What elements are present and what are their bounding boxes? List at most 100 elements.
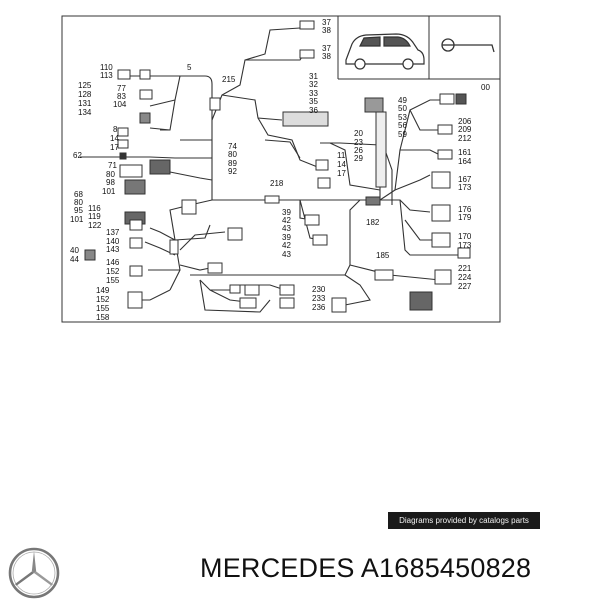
callout: 95 bbox=[74, 206, 83, 215]
callout: 224 bbox=[458, 273, 472, 282]
callout: 00 bbox=[481, 83, 490, 92]
callout: 35 bbox=[309, 97, 318, 106]
callout: 14 bbox=[110, 134, 119, 143]
callout: 134 bbox=[78, 108, 92, 117]
callout: 185 bbox=[376, 251, 390, 260]
callout: 77 bbox=[117, 84, 126, 93]
callout: 11 bbox=[337, 151, 346, 160]
callout: 161 bbox=[458, 148, 472, 157]
callout: 92 bbox=[228, 167, 237, 176]
callout: 43 bbox=[282, 224, 291, 233]
callout: 89 bbox=[228, 159, 237, 168]
callout: 80 bbox=[228, 150, 237, 159]
diagram-frame bbox=[61, 15, 501, 323]
callout: 125 bbox=[78, 81, 92, 90]
callout: 233 bbox=[312, 294, 326, 303]
car-icon bbox=[345, 33, 425, 70]
callout: 42 bbox=[282, 241, 291, 250]
callout: 36 bbox=[309, 106, 318, 115]
part-title: MERCEDES A1685450828 bbox=[200, 553, 531, 584]
callout: 221 bbox=[458, 264, 472, 273]
callout: 164 bbox=[458, 157, 472, 166]
callout: 74 bbox=[228, 142, 237, 151]
callout: 83 bbox=[117, 92, 126, 101]
callout-labels: 37 38 37 38 5 110 113 215 31 32 33 35 36… bbox=[70, 18, 490, 322]
callout: 59 bbox=[398, 130, 407, 139]
callout: 230 bbox=[312, 285, 326, 294]
callout: 50 bbox=[398, 104, 407, 113]
mercedes-star-icon bbox=[8, 547, 60, 599]
callout: 71 bbox=[108, 161, 117, 170]
callout: 122 bbox=[88, 221, 102, 230]
callout: 8 bbox=[113, 125, 118, 134]
callout: 14 bbox=[337, 160, 346, 169]
callout: 26 bbox=[354, 146, 363, 155]
callout: 5 bbox=[187, 63, 192, 72]
callout: 236 bbox=[312, 303, 326, 312]
callout: 152 bbox=[96, 295, 110, 304]
callout: 62 bbox=[73, 151, 82, 160]
callout: 42 bbox=[282, 216, 291, 225]
part-number: A1685450828 bbox=[360, 553, 532, 583]
callout: 215 bbox=[222, 75, 236, 84]
credit-banner: Diagrams provided by catalogs parts bbox=[388, 512, 540, 529]
callout: 182 bbox=[366, 218, 380, 227]
callout: 31 bbox=[309, 72, 318, 81]
connectors bbox=[84, 20, 471, 313]
callout: 209 bbox=[458, 125, 472, 134]
callout: 101 bbox=[70, 215, 84, 224]
callout: 152 bbox=[106, 267, 120, 276]
callout: 20 bbox=[354, 129, 363, 138]
callout: 39 bbox=[282, 233, 291, 242]
callout: 113 bbox=[100, 71, 113, 80]
callout: 32 bbox=[309, 80, 318, 89]
callout: 38 bbox=[322, 26, 331, 35]
callout: 140 bbox=[106, 237, 120, 246]
callout: 167 bbox=[458, 175, 472, 184]
callout: 116 bbox=[88, 204, 101, 213]
callout: 173 bbox=[458, 241, 472, 250]
callout: 56 bbox=[398, 121, 407, 130]
callout: 43 bbox=[282, 250, 291, 259]
callout: 37 bbox=[322, 44, 331, 53]
callout: 128 bbox=[78, 90, 92, 99]
callout: 104 bbox=[113, 100, 127, 109]
callout: 39 bbox=[282, 208, 291, 217]
callout: 101 bbox=[102, 187, 116, 196]
callout: 158 bbox=[96, 313, 110, 322]
callout: 137 bbox=[106, 228, 120, 237]
callout: 149 bbox=[96, 286, 110, 295]
callout: 119 bbox=[88, 212, 101, 221]
callout: 227 bbox=[458, 282, 472, 291]
callout: 98 bbox=[106, 178, 115, 187]
callout: 155 bbox=[96, 304, 110, 313]
callout: 44 bbox=[70, 255, 79, 264]
callout: 110 bbox=[100, 63, 113, 72]
callout: 155 bbox=[106, 276, 120, 285]
callout: 143 bbox=[106, 245, 120, 254]
callout: 68 bbox=[74, 190, 83, 199]
brand-name: MERCEDES bbox=[200, 553, 355, 583]
callout: 131 bbox=[78, 99, 92, 108]
callout: 173 bbox=[458, 183, 472, 192]
callout: 80 bbox=[74, 198, 83, 207]
harness-lines bbox=[80, 27, 460, 313]
callout: 179 bbox=[458, 213, 472, 222]
callout: 29 bbox=[354, 154, 363, 163]
callout: 17 bbox=[337, 169, 346, 178]
callout: 218 bbox=[270, 179, 284, 188]
callout: 53 bbox=[398, 113, 407, 122]
callout: 17 bbox=[110, 143, 119, 152]
callout: 38 bbox=[322, 52, 331, 61]
callout: 33 bbox=[309, 89, 318, 98]
callout: 212 bbox=[458, 134, 472, 143]
callout: 176 bbox=[458, 205, 472, 214]
callout: 80 bbox=[106, 170, 115, 179]
callout: 49 bbox=[398, 96, 407, 105]
sensor-symbol-icon bbox=[441, 38, 495, 53]
callout: 40 bbox=[70, 246, 79, 255]
callout: 37 bbox=[322, 18, 331, 27]
callout: 146 bbox=[106, 258, 120, 267]
callout: 23 bbox=[354, 138, 363, 147]
